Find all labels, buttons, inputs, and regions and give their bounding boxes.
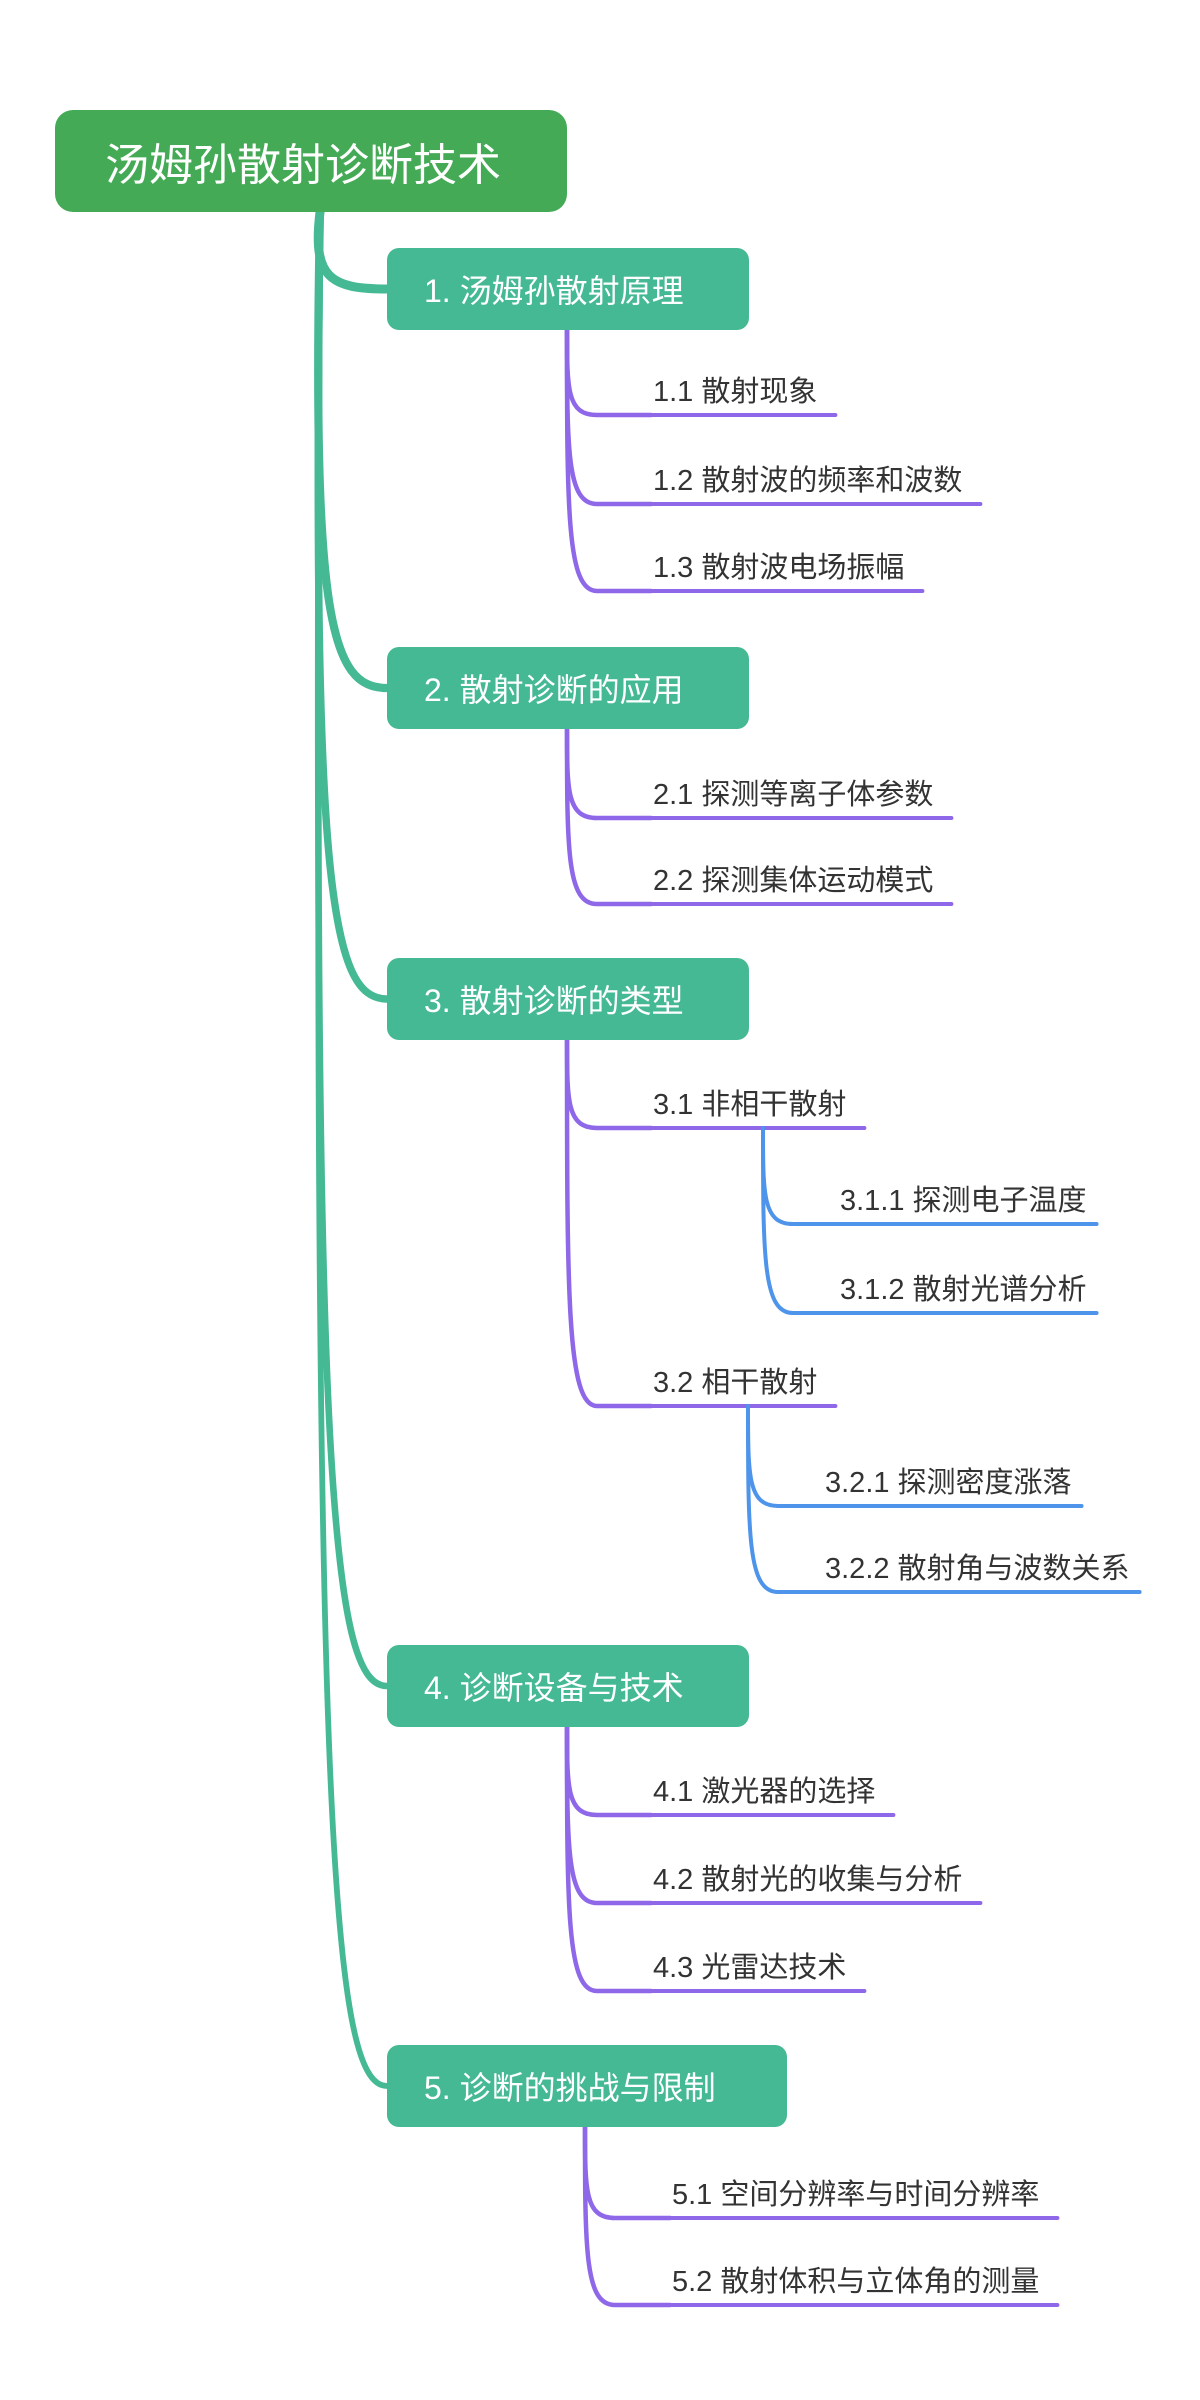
leaf-node-3-1-1[interactable]: 3.1.1 探测电子温度 <box>840 1185 1087 1217</box>
branch-link-3-1 <box>564 1037 654 1131</box>
section-node-5[interactable]: 5. 诊断的挑战与限制 <box>387 2045 787 2127</box>
leaf-node-2-2[interactable]: 2.2 探测集体运动模式 <box>653 865 934 897</box>
branch-link-3-2 <box>564 1037 654 1409</box>
trunk-link-1 <box>313 207 392 294</box>
leaf-node-3-1[interactable]: 3.1 非相干散射 <box>653 1089 847 1121</box>
branch-link-3-2-2 <box>746 1404 825 1594</box>
leaf-node-3-2-1[interactable]: 3.2.1 探测密度涨落 <box>825 1467 1072 1499</box>
branch-link-3-2-1 <box>746 1404 825 1508</box>
leaf-node-4-3[interactable]: 4.3 光雷达技术 <box>653 1952 847 1984</box>
section-node-2[interactable]: 2. 散射诊断的应用 <box>387 647 749 729</box>
section-node-3[interactable]: 3. 散射诊断的类型 <box>387 958 749 1040</box>
branch-link-5-2 <box>582 2124 673 2308</box>
branch-link-4-3 <box>564 1724 654 1994</box>
leaf-node-1-1[interactable]: 1.1 散射现象 <box>653 376 818 408</box>
leaf-node-4-2[interactable]: 4.2 散射光的收集与分析 <box>653 1864 963 1896</box>
branch-link-1-1 <box>564 327 654 418</box>
leaf-node-2-1[interactable]: 2.1 探测等离子体参数 <box>653 779 934 811</box>
branch-link-3-1-2 <box>761 1126 840 1315</box>
leaf-node-4-1[interactable]: 4.1 激光器的选择 <box>653 1776 876 1808</box>
branch-link-2-1 <box>564 726 654 821</box>
leaf-node-5-2[interactable]: 5.2 散射体积与立体角的测量 <box>672 2266 1040 2298</box>
leaf-node-3-2[interactable]: 3.2 相干散射 <box>653 1367 818 1399</box>
root-node[interactable]: 汤姆孙散射诊断技术 <box>55 110 567 212</box>
branch-link-5-1 <box>582 2124 673 2221</box>
section-node-1[interactable]: 1. 汤姆孙散射原理 <box>387 248 749 330</box>
branch-link-3-1-1 <box>761 1126 840 1226</box>
trunk-link-5 <box>315 209 390 2089</box>
leaf-node-1-2[interactable]: 1.2 散射波的频率和波数 <box>653 465 963 497</box>
leaf-node-3-1-2[interactable]: 3.1.2 散射光谱分析 <box>840 1274 1087 1306</box>
branch-link-4-1 <box>564 1724 654 1818</box>
trunk-link-4 <box>314 208 391 1690</box>
section-node-4[interactable]: 4. 诊断设备与技术 <box>387 1645 749 1727</box>
branch-link-2-2 <box>564 726 654 907</box>
leaf-node-3-2-2[interactable]: 3.2.2 散射角与波数关系 <box>825 1553 1130 1585</box>
branch-link-1-3 <box>564 327 654 594</box>
leaf-node-1-3[interactable]: 1.3 散射波电场振幅 <box>653 552 905 584</box>
leaf-node-5-1[interactable]: 5.1 空间分辨率与时间分辨率 <box>672 2179 1040 2211</box>
